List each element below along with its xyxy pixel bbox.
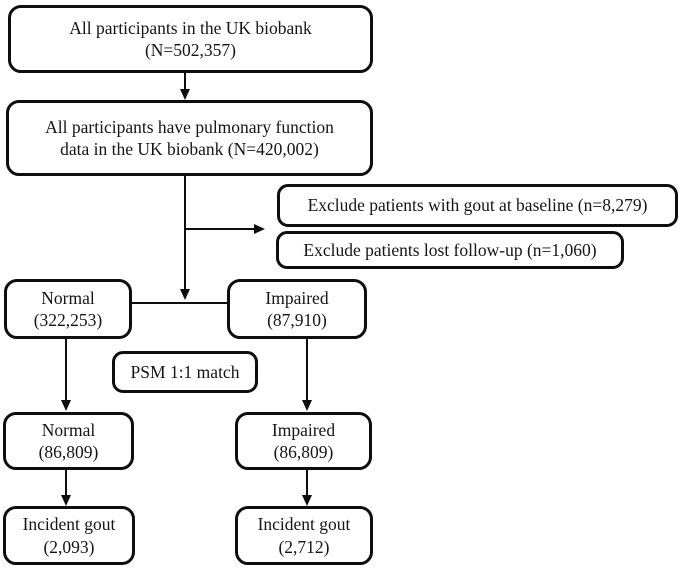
box-impaired-prematch-line2: (87,910) [267, 310, 327, 330]
box-pulmonary-function-line2: data in the UK biobank (N=420,002) [60, 139, 319, 159]
connector-pulmonary-to-split [184, 176, 186, 289]
box-exclude-lost-followup-line1: Exclude patients lost follow-up (n=1,060… [303, 239, 597, 260]
box-normal-prematch-line2: (322,253) [33, 310, 103, 330]
box-normal-matched: Normal (86,809) [3, 412, 134, 470]
box-incident-gout-impaired-line2: (2,712) [278, 536, 330, 557]
box-impaired-prematch-line1: Impaired [265, 287, 329, 308]
arrowhead-down-icon [179, 89, 190, 100]
box-psm-match: PSM 1:1 match [112, 351, 258, 393]
box-normal-prematch: Normal (322,253) [4, 279, 132, 339]
box-normal-matched-line2: (86,809) [38, 442, 99, 462]
connector-impaired-to-matched [306, 338, 308, 400]
box-incident-gout-normal-line2: (2,093) [43, 536, 95, 557]
box-impaired-matched: Impaired (86,809) [235, 412, 372, 470]
box-incident-gout-normal-line1: Incident gout [22, 514, 116, 535]
arrowhead-down-icon [60, 495, 71, 506]
connector-impaired-to-incident [306, 470, 308, 495]
arrowhead-right-icon [254, 223, 265, 234]
connector-normal-impaired [132, 302, 227, 304]
box-exclude-gout-baseline: Exclude patients with gout at baseline (… [277, 184, 678, 227]
box-psm-match-line1: PSM 1:1 match [130, 361, 240, 382]
arrowhead-down-icon [179, 289, 190, 300]
connector-to-exclusions [185, 228, 254, 230]
box-all-participants-line1: All participants in the UK biobank [69, 17, 312, 38]
box-all-participants-line2: (N=502,357) [144, 40, 237, 60]
arrowhead-down-icon [301, 495, 312, 506]
box-incident-gout-normal: Incident gout (2,093) [3, 506, 135, 565]
box-all-participants: All participants in the UK biobank (N=50… [8, 5, 373, 73]
box-exclude-lost-followup: Exclude patients lost follow-up (n=1,060… [276, 231, 624, 269]
box-pulmonary-function-line1: All participants have pulmonary function [45, 116, 334, 137]
connector-normal-to-incident [65, 470, 67, 495]
arrowhead-down-icon [60, 400, 71, 411]
box-pulmonary-function: All participants have pulmonary function… [6, 100, 373, 176]
box-impaired-prematch: Impaired (87,910) [227, 279, 367, 339]
box-impaired-matched-line2: (86,809) [273, 442, 334, 462]
box-exclude-gout-baseline-line1: Exclude patients with gout at baseline (… [307, 195, 648, 216]
box-normal-matched-line1: Normal [41, 419, 96, 440]
box-normal-prematch-line1: Normal [41, 287, 95, 308]
arrowhead-down-icon [301, 400, 312, 411]
box-impaired-matched-line1: Impaired [271, 419, 336, 440]
box-incident-gout-impaired: Incident gout (2,712) [235, 506, 373, 565]
box-incident-gout-impaired-line1: Incident gout [257, 514, 351, 535]
connector-normal-to-matched [65, 338, 67, 400]
connector-top-to-pulmonary [184, 72, 186, 90]
